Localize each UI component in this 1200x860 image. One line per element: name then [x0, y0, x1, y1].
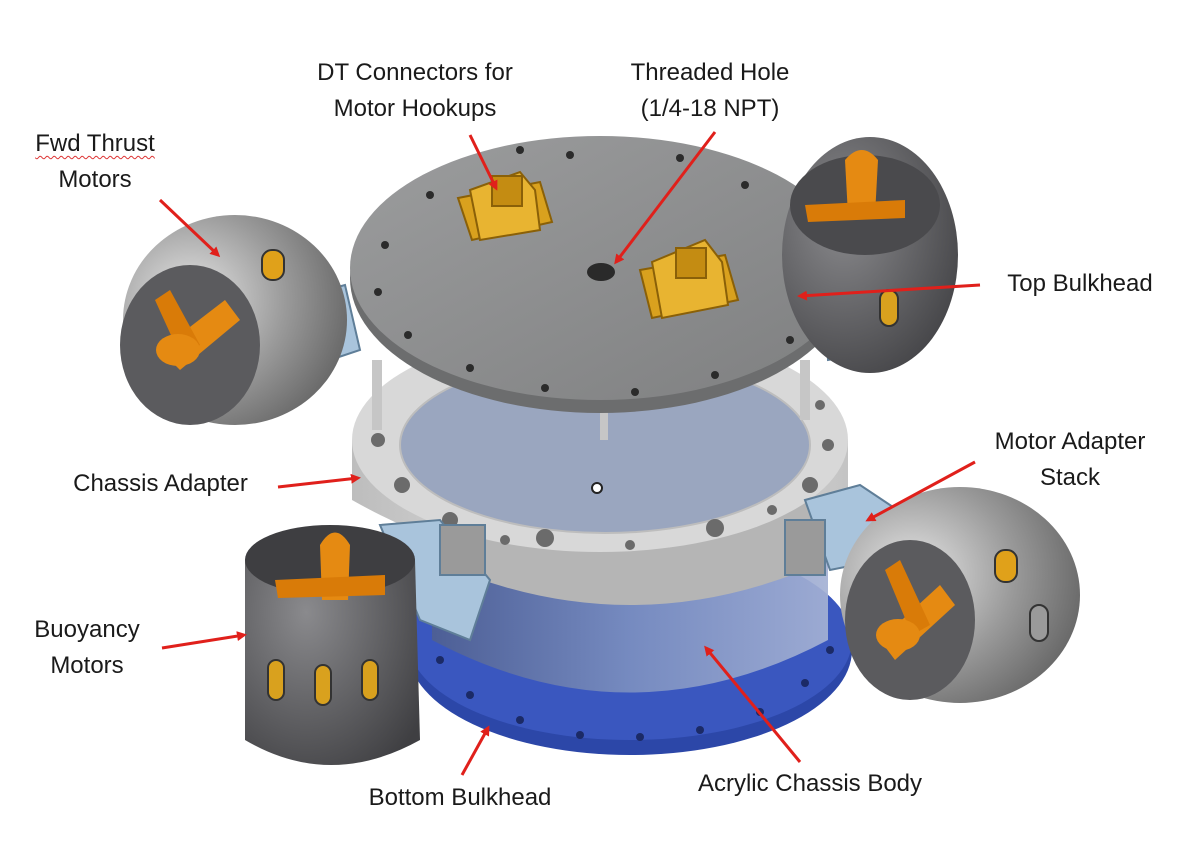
- label-line: Motor Adapter: [994, 428, 1146, 455]
- fwd-thrust-motor-left: [120, 215, 347, 425]
- buoyancy-motor: [245, 525, 420, 765]
- label-line: Chassis Adapter: [73, 470, 248, 497]
- label-line: Buoyancy: [34, 616, 140, 643]
- arrow-dt-connectors: [468, 134, 498, 191]
- label-fwd-thrust: Fwd Thrust Motors: [20, 126, 170, 198]
- label-threaded-hole: Threaded Hole (1/4-18 NPT): [610, 55, 810, 127]
- label-line: Motors: [58, 166, 132, 193]
- callout-arrows: [158, 131, 981, 776]
- label-acrylic-body: Acrylic Chassis Body: [665, 766, 955, 802]
- label-line: (1/4-18 NPT): [640, 95, 780, 122]
- arrow-chassis-adapter: [277, 473, 361, 489]
- arrow-buoyancy: [161, 631, 247, 650]
- standoffs: [372, 360, 810, 440]
- dt-connector-left: [456, 170, 554, 242]
- label-line: Motor Hookups: [333, 95, 497, 122]
- thrust-motor-right-bottom: [840, 487, 1080, 703]
- label-line: Acrylic Chassis Body: [697, 770, 923, 797]
- label-line: Bottom Bulkhead: [368, 784, 552, 811]
- label-motor-adapter-stack: Motor Adapter Stack: [975, 424, 1165, 496]
- arrow-threaded-hole: [614, 131, 717, 265]
- label-chassis-adapter: Chassis Adapter: [48, 466, 273, 502]
- arrow-bottom-bulkhead: [460, 725, 490, 776]
- label-line: Stack: [1039, 464, 1101, 491]
- label-line: DT Connectors for: [317, 59, 513, 86]
- dt-connector-right: [638, 238, 740, 320]
- label-buoyancy-motors: Buoyancy Motors: [12, 612, 162, 684]
- label-line: Threaded Hole: [630, 59, 790, 86]
- arrow-fwd-thrust: [158, 198, 221, 258]
- label-bottom-bulkhead: Bottom Bulkhead: [340, 780, 580, 816]
- arrow-acrylic-body: [704, 645, 802, 763]
- label-top-bulkhead: Top Bulkhead: [985, 266, 1175, 302]
- label-line: Fwd Thrust: [35, 130, 155, 157]
- top-bulkhead: [350, 136, 850, 413]
- fwd-thrust-motor-right: [782, 137, 958, 373]
- arrow-motor-adapter: [865, 460, 976, 522]
- label-dt-connectors: DT Connectors for Motor Hookups: [290, 55, 540, 127]
- label-line: Top Bulkhead: [1007, 270, 1153, 297]
- arrow-top-bulkhead: [797, 283, 981, 301]
- label-line: Motors: [50, 652, 124, 679]
